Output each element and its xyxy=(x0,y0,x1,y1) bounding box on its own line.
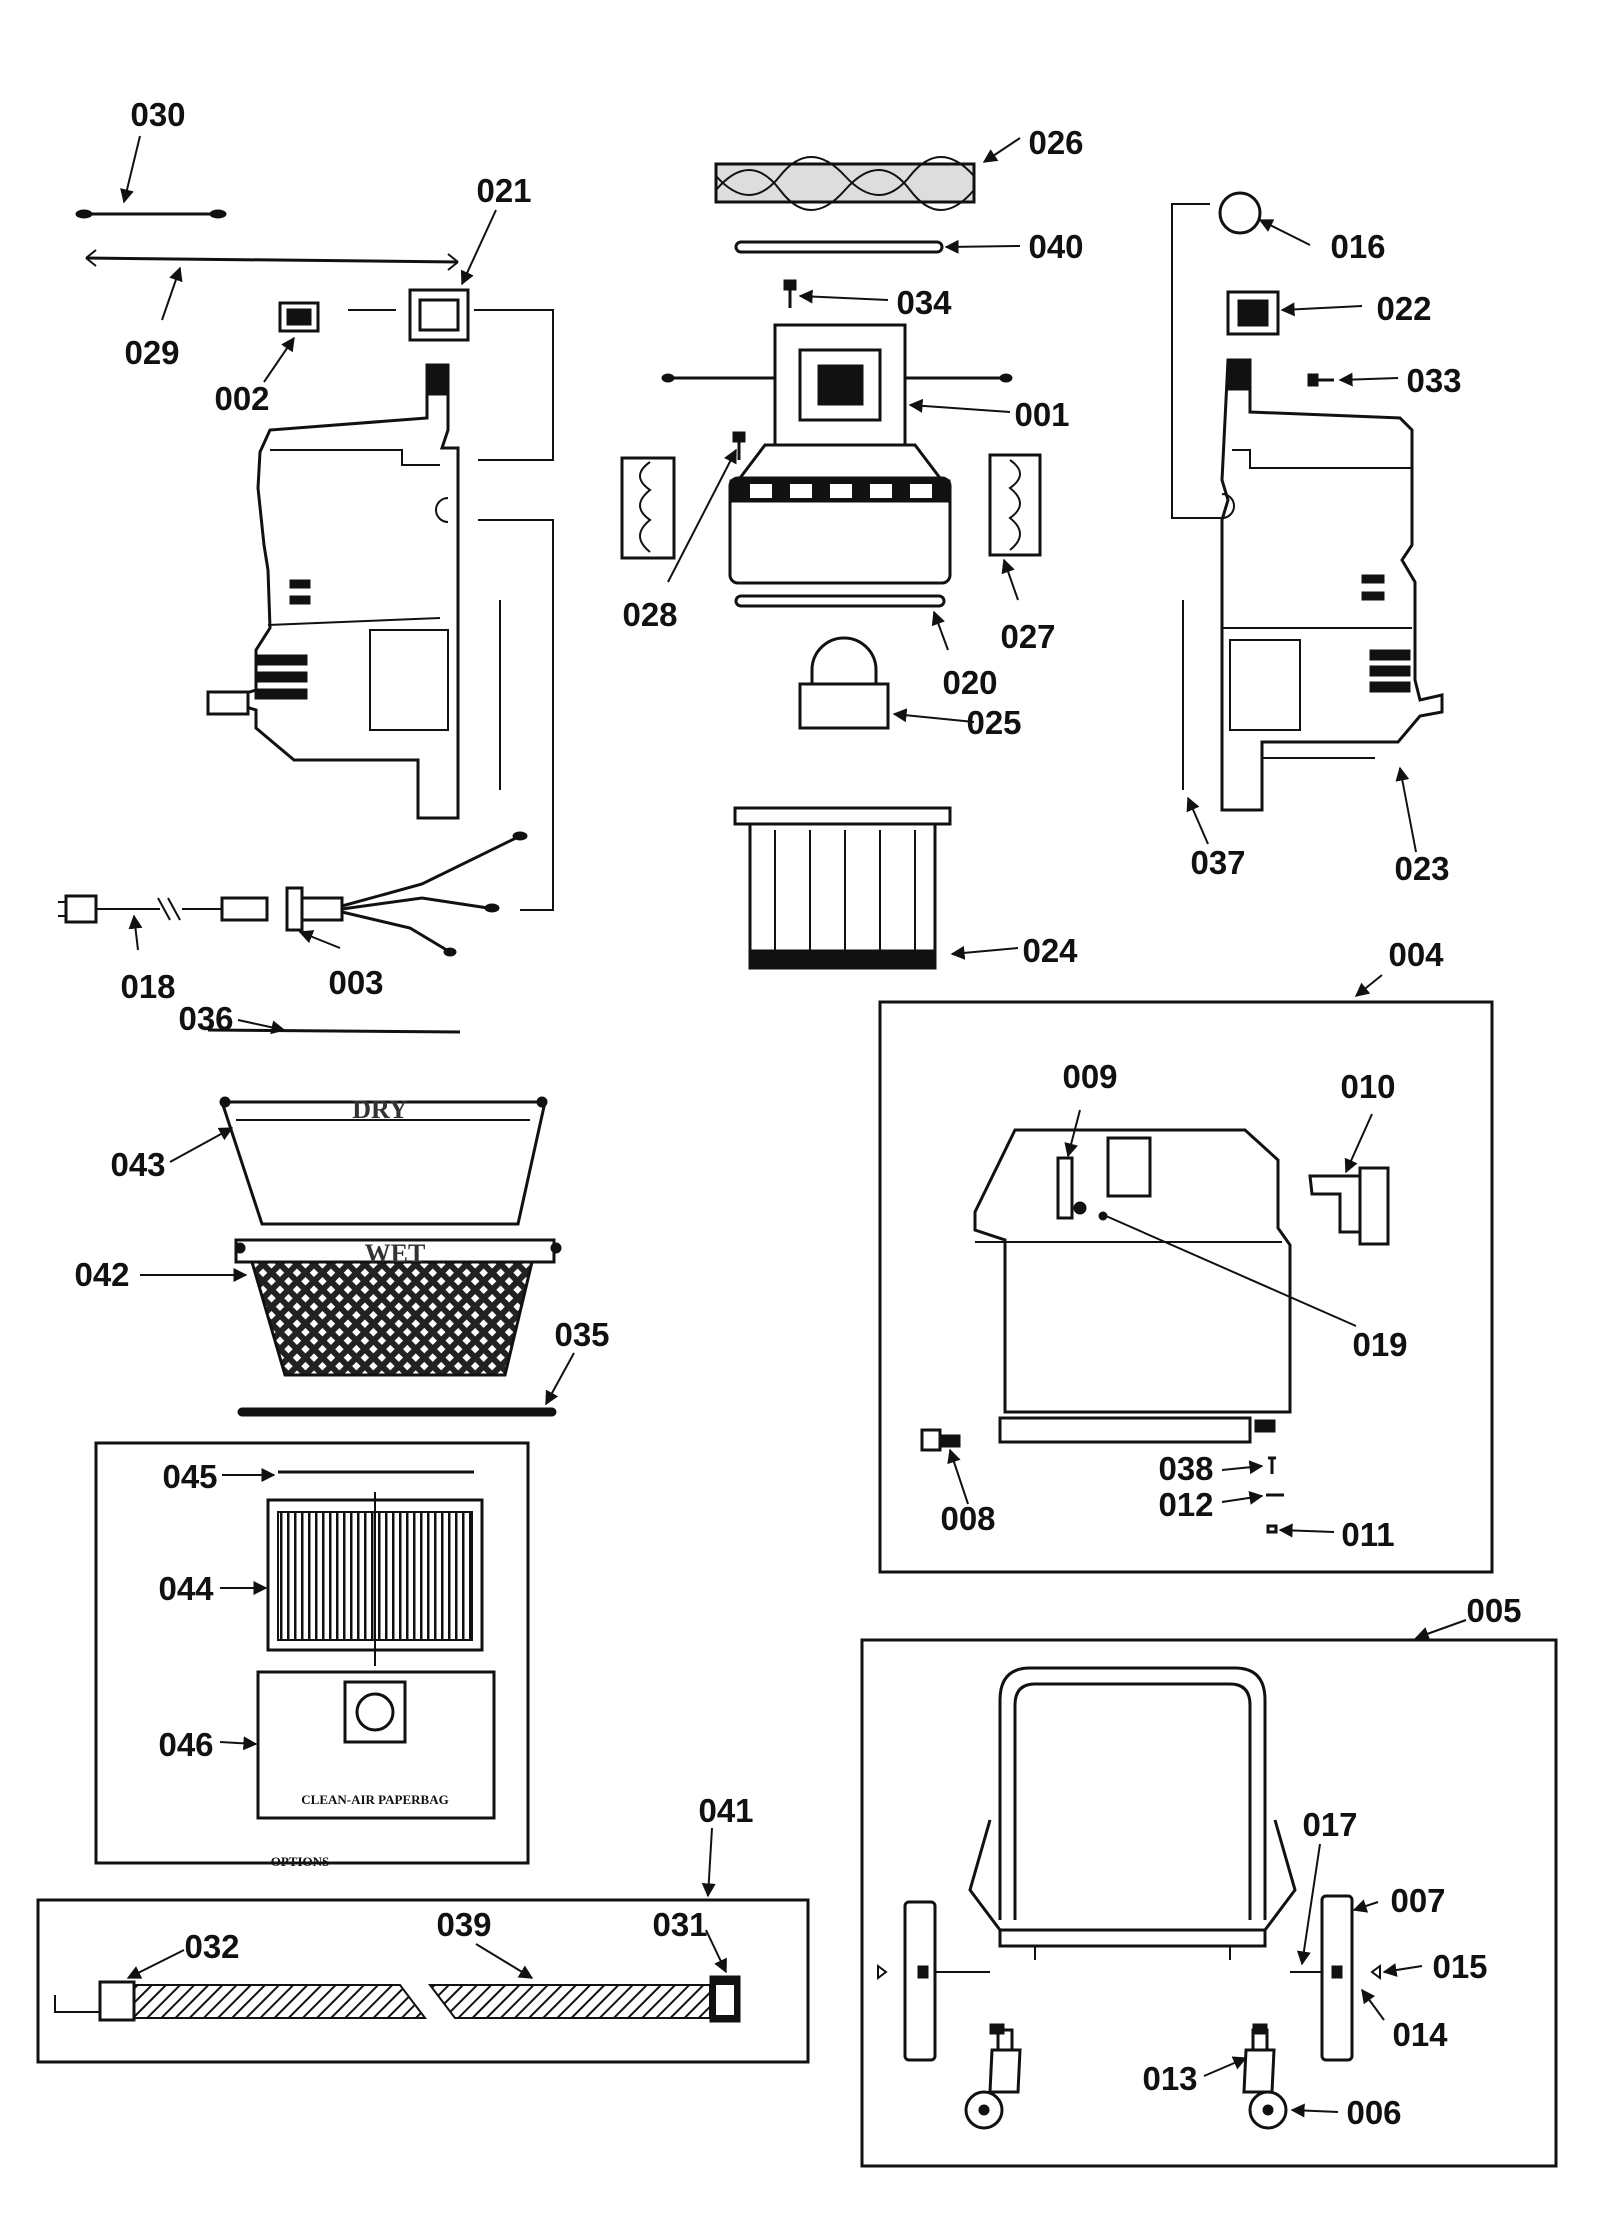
label-035: 035 xyxy=(554,1316,609,1353)
pin-019 xyxy=(1098,1211,1108,1221)
caster-006 xyxy=(964,2028,1288,2130)
label-023: 023 xyxy=(1394,850,1449,887)
wet-text: WET xyxy=(365,1239,426,1268)
right-housing xyxy=(1220,358,1444,812)
screw-028 xyxy=(732,431,746,460)
label-034: 034 xyxy=(896,284,952,321)
label-020: 020 xyxy=(942,664,997,701)
label-014: 014 xyxy=(1392,2016,1448,2053)
label-005: 005 xyxy=(1466,1592,1521,1629)
options-box xyxy=(94,1441,530,1865)
label-006: 006 xyxy=(1346,2094,1401,2131)
label-008: 008 xyxy=(940,1500,995,1537)
label-016: 016 xyxy=(1330,228,1385,265)
label-033: 033 xyxy=(1406,362,1461,399)
label-012: 012 xyxy=(1158,1486,1213,1523)
label-031: 031 xyxy=(652,1906,707,1943)
left-housing xyxy=(206,363,460,820)
wheel-007-left xyxy=(877,1900,990,2062)
tank-body xyxy=(973,1128,1292,1444)
filter-foam-026 xyxy=(714,156,976,211)
label-010: 010 xyxy=(1340,1068,1395,1105)
options-text: OPTIONS xyxy=(271,1854,330,1869)
label-038: 038 xyxy=(1158,1450,1213,1487)
label-037: 037 xyxy=(1190,844,1245,881)
cart-frame xyxy=(968,1666,1297,1960)
hose-box xyxy=(36,1898,810,2064)
gasket-035 xyxy=(237,1407,557,1417)
bracket-010 xyxy=(1308,1166,1390,1246)
label-036: 036 xyxy=(178,1000,233,1037)
gasket-040 xyxy=(734,240,944,254)
motor-001 xyxy=(661,323,1013,585)
indicator-016 xyxy=(1218,191,1262,235)
screw-038 xyxy=(1268,1456,1276,1474)
kit-box-004 xyxy=(878,1000,1494,1574)
label-042: 042 xyxy=(74,1256,129,1293)
foam-pad-027 xyxy=(988,453,1042,557)
dry-filter-bowl-043: DRY xyxy=(219,1095,548,1226)
wet-filter-basket-042: WET xyxy=(234,1238,562,1377)
label-018: 018 xyxy=(120,968,175,1005)
label-004: 004 xyxy=(1388,936,1444,973)
power-cord-003 xyxy=(58,831,528,957)
label-028: 028 xyxy=(622,596,677,633)
label-011: 011 xyxy=(1341,1516,1394,1553)
label-032: 032 xyxy=(184,1928,239,1965)
switch-bezel-021 xyxy=(408,288,470,342)
label-039: 039 xyxy=(436,1906,491,1943)
axle-pin-013 xyxy=(989,2023,1268,2035)
leader-lines xyxy=(120,135,1467,2118)
label-017: 017 xyxy=(1302,1806,1357,1843)
label-022: 022 xyxy=(1376,290,1431,327)
dry-text: DRY xyxy=(352,1095,408,1124)
switch-002 xyxy=(278,301,320,333)
label-026: 026 xyxy=(1028,124,1083,161)
float-cage-025 xyxy=(798,636,890,730)
label-044: 044 xyxy=(158,1570,214,1607)
latch-009 xyxy=(1056,1156,1087,1220)
paperbag-text: CLEAN-AIR PAPERBAG xyxy=(301,1792,448,1807)
nut-011 xyxy=(1266,1524,1278,1534)
label-021: 021 xyxy=(476,172,531,209)
label-040: 040 xyxy=(1028,228,1083,265)
hose-039 xyxy=(54,1975,741,2023)
foam-pad-028 xyxy=(620,456,676,560)
inlet-socket-022 xyxy=(1226,290,1280,336)
label-002: 002 xyxy=(214,380,269,417)
screw-034 xyxy=(783,279,797,308)
drain-plug-008 xyxy=(920,1428,961,1452)
label-029: 029 xyxy=(124,334,179,371)
label-030: 030 xyxy=(130,96,185,133)
label-003: 003 xyxy=(328,964,383,1001)
label-013: 013 xyxy=(1142,2060,1197,2097)
label-024: 024 xyxy=(1022,932,1078,969)
paper-bag-046: CLEAN-AIR PAPERBAG xyxy=(256,1670,496,1820)
label-025: 025 xyxy=(966,704,1021,741)
gasket-020 xyxy=(734,594,946,608)
filter-cage-024 xyxy=(733,806,952,970)
kit-box-005 xyxy=(860,1638,1558,2168)
label-043: 043 xyxy=(110,1146,165,1183)
label-007: 007 xyxy=(1390,1882,1445,1919)
screw-033 xyxy=(1307,373,1334,387)
label-027: 027 xyxy=(1000,618,1055,655)
cartridge-filter-044 xyxy=(266,1492,484,1666)
label-015: 015 xyxy=(1432,1948,1487,1985)
label-009: 009 xyxy=(1062,1058,1117,1095)
label-046: 046 xyxy=(158,1726,213,1763)
label-041: 041 xyxy=(698,1792,753,1829)
label-045: 045 xyxy=(162,1458,217,1495)
cord-029 xyxy=(85,249,459,271)
part-labels: 030 029 002 021 026 040 034 001 028 027 … xyxy=(74,96,1521,2131)
label-001: 001 xyxy=(1014,396,1069,433)
cord-030 xyxy=(75,209,227,219)
label-019: 019 xyxy=(1352,1326,1407,1363)
wheel-007 xyxy=(1290,1894,1381,2062)
